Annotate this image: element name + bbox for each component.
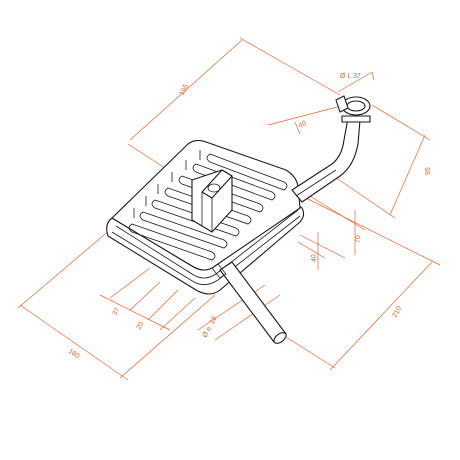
dim-w20: 20: [136, 321, 146, 331]
top-ribs: [128, 150, 288, 261]
mounting-bracket: [191, 169, 233, 233]
dim-overall-depth: 180: [67, 348, 81, 360]
pipe-clamp: [335, 95, 371, 123]
tail-pipe: [211, 261, 287, 344]
dim-side-depth: 70: [355, 235, 362, 243]
dim-height-right: 95: [425, 167, 432, 175]
dim-clamp-label: Ø L 37: [340, 73, 361, 80]
dim-overall-width: 210: [392, 305, 404, 319]
dim-pipe-offset: 40: [298, 120, 308, 130]
dim-top-length: 195: [179, 83, 191, 97]
dim-w37: 37: [112, 307, 122, 317]
muffler-body: [106, 139, 305, 295]
dim-tail-dia: Ø e. 18: [202, 315, 219, 339]
dim-inner-offset: 40: [311, 254, 318, 262]
inlet-pipe: [291, 95, 371, 203]
dimension-lines: [17, 37, 441, 381]
